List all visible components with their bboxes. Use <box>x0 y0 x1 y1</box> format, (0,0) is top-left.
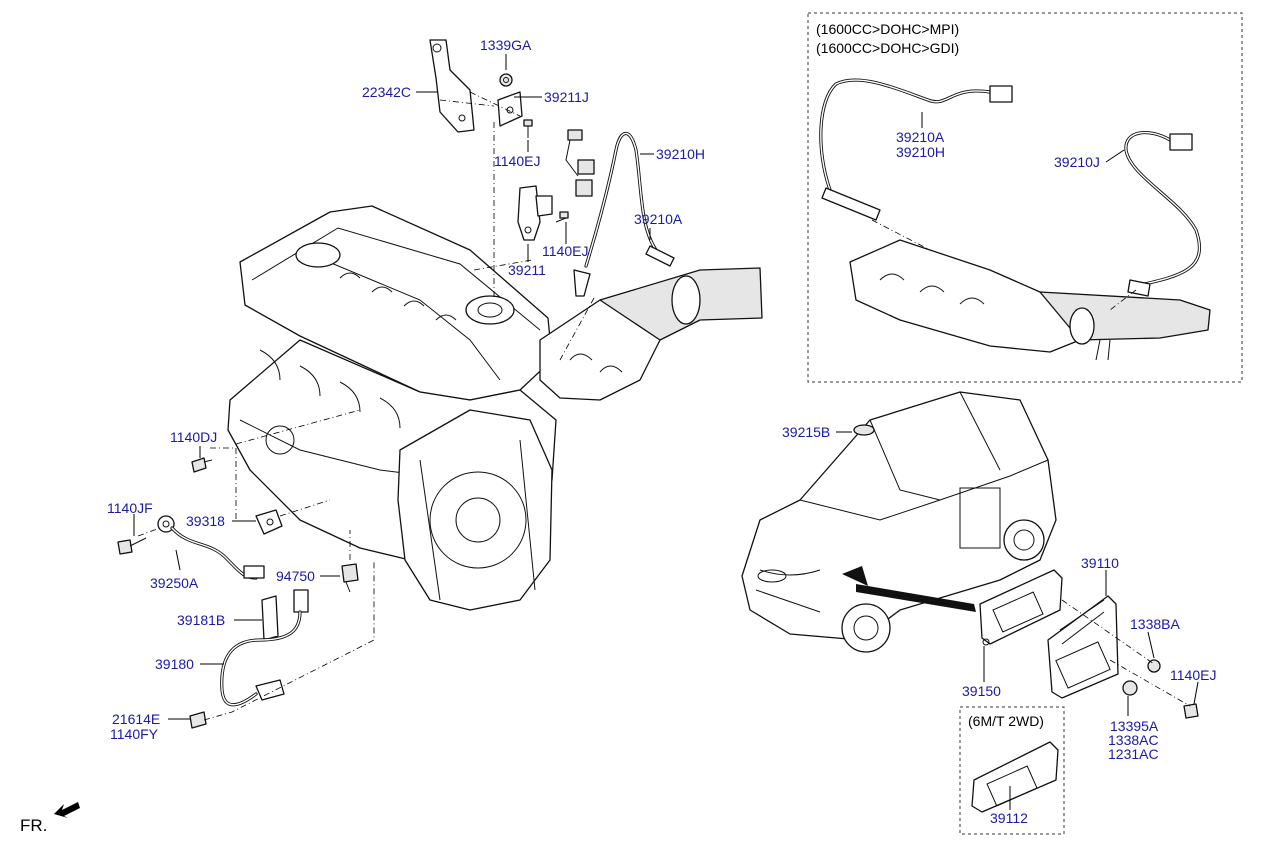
bracket-22342c <box>429 39 475 133</box>
label-39318: 39318 <box>186 513 225 529</box>
label-39210j: 39210J <box>1054 154 1100 170</box>
bolt-1140ej-ecu <box>1183 703 1199 719</box>
label-13395a: 13395A <box>1110 718 1159 734</box>
label-94750: 94750 <box>276 568 315 584</box>
label-22342c: 22342C <box>362 84 411 100</box>
ecu-39110 <box>1047 595 1119 699</box>
centre-lines <box>137 91 1191 721</box>
label-1339ga: 1339GA <box>480 37 532 53</box>
label-39210h-variant: 39210H <box>896 144 945 160</box>
nut-13395a <box>1122 680 1138 696</box>
knock-sensor-39250a <box>157 515 265 580</box>
bracket-39211 <box>517 185 553 241</box>
engine-assembly <box>227 205 763 611</box>
label-39210a-main: 39210A <box>634 211 683 227</box>
mt-inset-box <box>959 706 1065 835</box>
variant-sensor-39210j <box>1124 131 1202 297</box>
label-39250a: 39250A <box>150 575 199 591</box>
bolt-1140ej-mid <box>555 211 569 223</box>
ecu-position-marker <box>842 566 868 586</box>
variant-inset-box <box>807 12 1243 383</box>
cam-sensor-39318 <box>255 509 283 535</box>
label-39110: 39110 <box>1081 555 1119 571</box>
cap-39215b <box>853 424 875 436</box>
vehicle <box>741 391 1057 653</box>
label-39180: 39180 <box>155 656 194 672</box>
label-1140ej-ecu: 1140EJ <box>1170 667 1216 683</box>
label-1140fy: 1140FY <box>110 726 159 742</box>
ecu-bracket-39150 <box>979 569 1063 646</box>
label-39210a-variant: 39210A <box>896 129 945 145</box>
nut-1338ba <box>1147 659 1161 673</box>
label-1338ac: 1338AC <box>1108 732 1159 748</box>
variant-sensor-39210a-h <box>819 78 1013 221</box>
label-39211j: 39211J <box>544 89 589 105</box>
label-1140jf: 1140JF <box>107 500 153 516</box>
variant-note-mt: (6M/T 2WD) <box>968 713 1044 729</box>
variant-manifold <box>849 239 1211 361</box>
variant-note-mpi: (1600CC>DOHC>MPI) <box>816 21 959 37</box>
front-direction-label: FR. <box>20 816 47 835</box>
ecu-bracket-39112 <box>971 741 1059 813</box>
bolt-21614e <box>189 711 207 729</box>
oxygen-sensor-39210h <box>573 131 675 297</box>
label-1338ba: 1338BA <box>1130 616 1180 632</box>
label-1140dj: 1140DJ <box>170 429 217 445</box>
front-arrow-icon <box>54 802 80 818</box>
bolt-1140ej-top <box>523 119 533 138</box>
label-39215b: 39215B <box>782 424 830 440</box>
label-1231ac: 1231AC <box>1108 746 1159 762</box>
connector-cluster <box>565 129 595 197</box>
label-39181b: 39181B <box>177 612 225 628</box>
crank-sensor-39180 <box>220 589 309 707</box>
bracket-39181b <box>261 595 279 641</box>
label-1140ej-top: 1140EJ <box>494 153 540 169</box>
label-21614e: 21614E <box>112 711 160 727</box>
label-39112: 39112 <box>990 810 1028 826</box>
label-39150: 39150 <box>962 683 1001 699</box>
nut-1339ga <box>499 73 513 87</box>
bolt-1140jf <box>117 537 147 555</box>
oil-pressure-switch-94750 <box>341 563 359 593</box>
bolt-1140dj <box>191 457 213 473</box>
label-39210h-top: 39210H <box>656 146 705 162</box>
leader-lines <box>133 54 1199 810</box>
label-39211: 39211 <box>508 262 546 278</box>
label-1140ej-mid: 1140EJ <box>542 243 588 259</box>
ecu-location-arrow <box>856 584 976 612</box>
variant-note-gdi: (1600CC>DOHC>GDI) <box>816 40 959 56</box>
